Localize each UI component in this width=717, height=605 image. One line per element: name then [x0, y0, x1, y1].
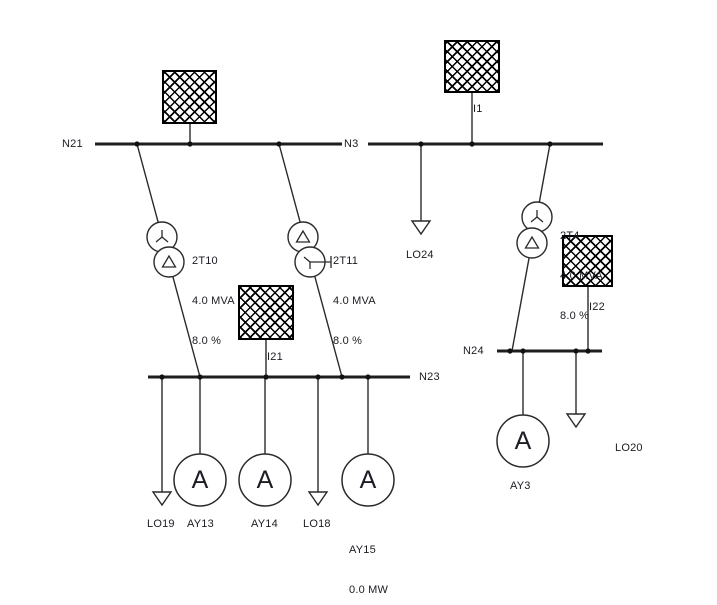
delta-winding-icon	[161, 254, 177, 268]
machine-circle-icon	[496, 414, 550, 468]
transformer-name: 2T10	[192, 255, 218, 267]
bus-label-n23: N23	[419, 371, 440, 383]
load-arrow-icon	[307, 491, 329, 507]
load-label-lo19: LO19	[147, 518, 175, 530]
transformer-2t11-icon[interactable]	[287, 221, 332, 278]
transformer-impedance: 8.0 %	[333, 335, 363, 347]
wye-earthed-winding-icon	[303, 256, 332, 269]
external-grid-square[interactable]	[162, 70, 217, 124]
transformer-2t4-icon[interactable]	[516, 201, 553, 259]
infeed-i21-square[interactable]	[238, 285, 294, 340]
machine-symbol-ay13: A	[191, 466, 209, 494]
machine-label-ay13: AY13	[187, 518, 214, 530]
load-lo20[interactable]	[565, 351, 587, 429]
machine-name: AY15	[349, 544, 376, 556]
bus-label-n3: N3	[344, 138, 359, 150]
delta-winding-icon	[524, 235, 540, 249]
machine-circle-icon	[238, 453, 292, 507]
load-label-lo18: LO18	[303, 518, 331, 530]
load-lo19[interactable]	[151, 377, 173, 507]
junction-dots	[134, 141, 591, 380]
wye-winding-icon	[155, 230, 169, 243]
load-label-lo20: LO20	[615, 442, 643, 454]
machine-symbol-ay15: A	[359, 466, 377, 494]
transformer-rating: 4.0 MVA	[560, 270, 603, 282]
infeed-label-i1: I1	[473, 103, 483, 115]
machine-label-ay3: AY3	[510, 480, 531, 492]
machine-ay14[interactable]	[238, 377, 292, 507]
transformer-impedance: 8.0 %	[192, 335, 222, 347]
machine-label-ay15: AY15 0.0 MW 1.0 5.0 pu 0.9 pu	[349, 518, 388, 605]
infeed-label-i22: I22	[589, 301, 605, 313]
transformer-label-2t10: 2T10 4.0 MVA 8.0 %	[192, 229, 235, 375]
machine-ay3[interactable]	[496, 351, 550, 468]
transformer-label-2t4: 2T4 4.0 MVA 8.0 %	[560, 204, 603, 350]
load-arrow-icon	[410, 220, 432, 236]
transformer-2t10-icon[interactable]	[146, 221, 185, 278]
machine-circle-icon	[173, 453, 227, 507]
infeed-label-i21: I21	[267, 351, 283, 363]
machine-ay13[interactable]	[173, 377, 227, 507]
load-arrow-icon	[565, 413, 587, 429]
machine-power: 0.0 MW	[349, 584, 389, 596]
transformer-label-2t11: 2T11 4.0 MVA 8.0 %	[333, 229, 376, 375]
transformer-rating: 4.0 MVA	[192, 295, 235, 307]
transformer-impedance: 8.0 %	[560, 310, 590, 322]
infeed-i1-square[interactable]	[444, 40, 500, 93]
transformer-name: 2T4	[560, 230, 580, 242]
load-lo24[interactable]	[410, 144, 432, 236]
load-arrow-icon	[151, 491, 173, 507]
machine-circle-icon	[341, 453, 395, 507]
transformer-name: 2T11	[333, 255, 359, 267]
wye-winding-icon	[530, 210, 544, 223]
bus-label-n24: N24	[463, 345, 484, 357]
machine-label-ay14: AY14	[251, 518, 278, 530]
load-label-lo24: LO24	[406, 249, 434, 261]
bus-label-n21: N21	[62, 138, 83, 150]
transformer-rating: 4.0 MVA	[333, 295, 376, 307]
load-lo18[interactable]	[307, 377, 329, 507]
delta-winding-icon	[295, 229, 311, 243]
machine-symbol-ay14: A	[256, 466, 274, 494]
machine-symbol-ay3: A	[514, 427, 532, 455]
machine-ay15[interactable]	[341, 377, 395, 507]
infeed-i22-square[interactable]	[562, 235, 613, 287]
